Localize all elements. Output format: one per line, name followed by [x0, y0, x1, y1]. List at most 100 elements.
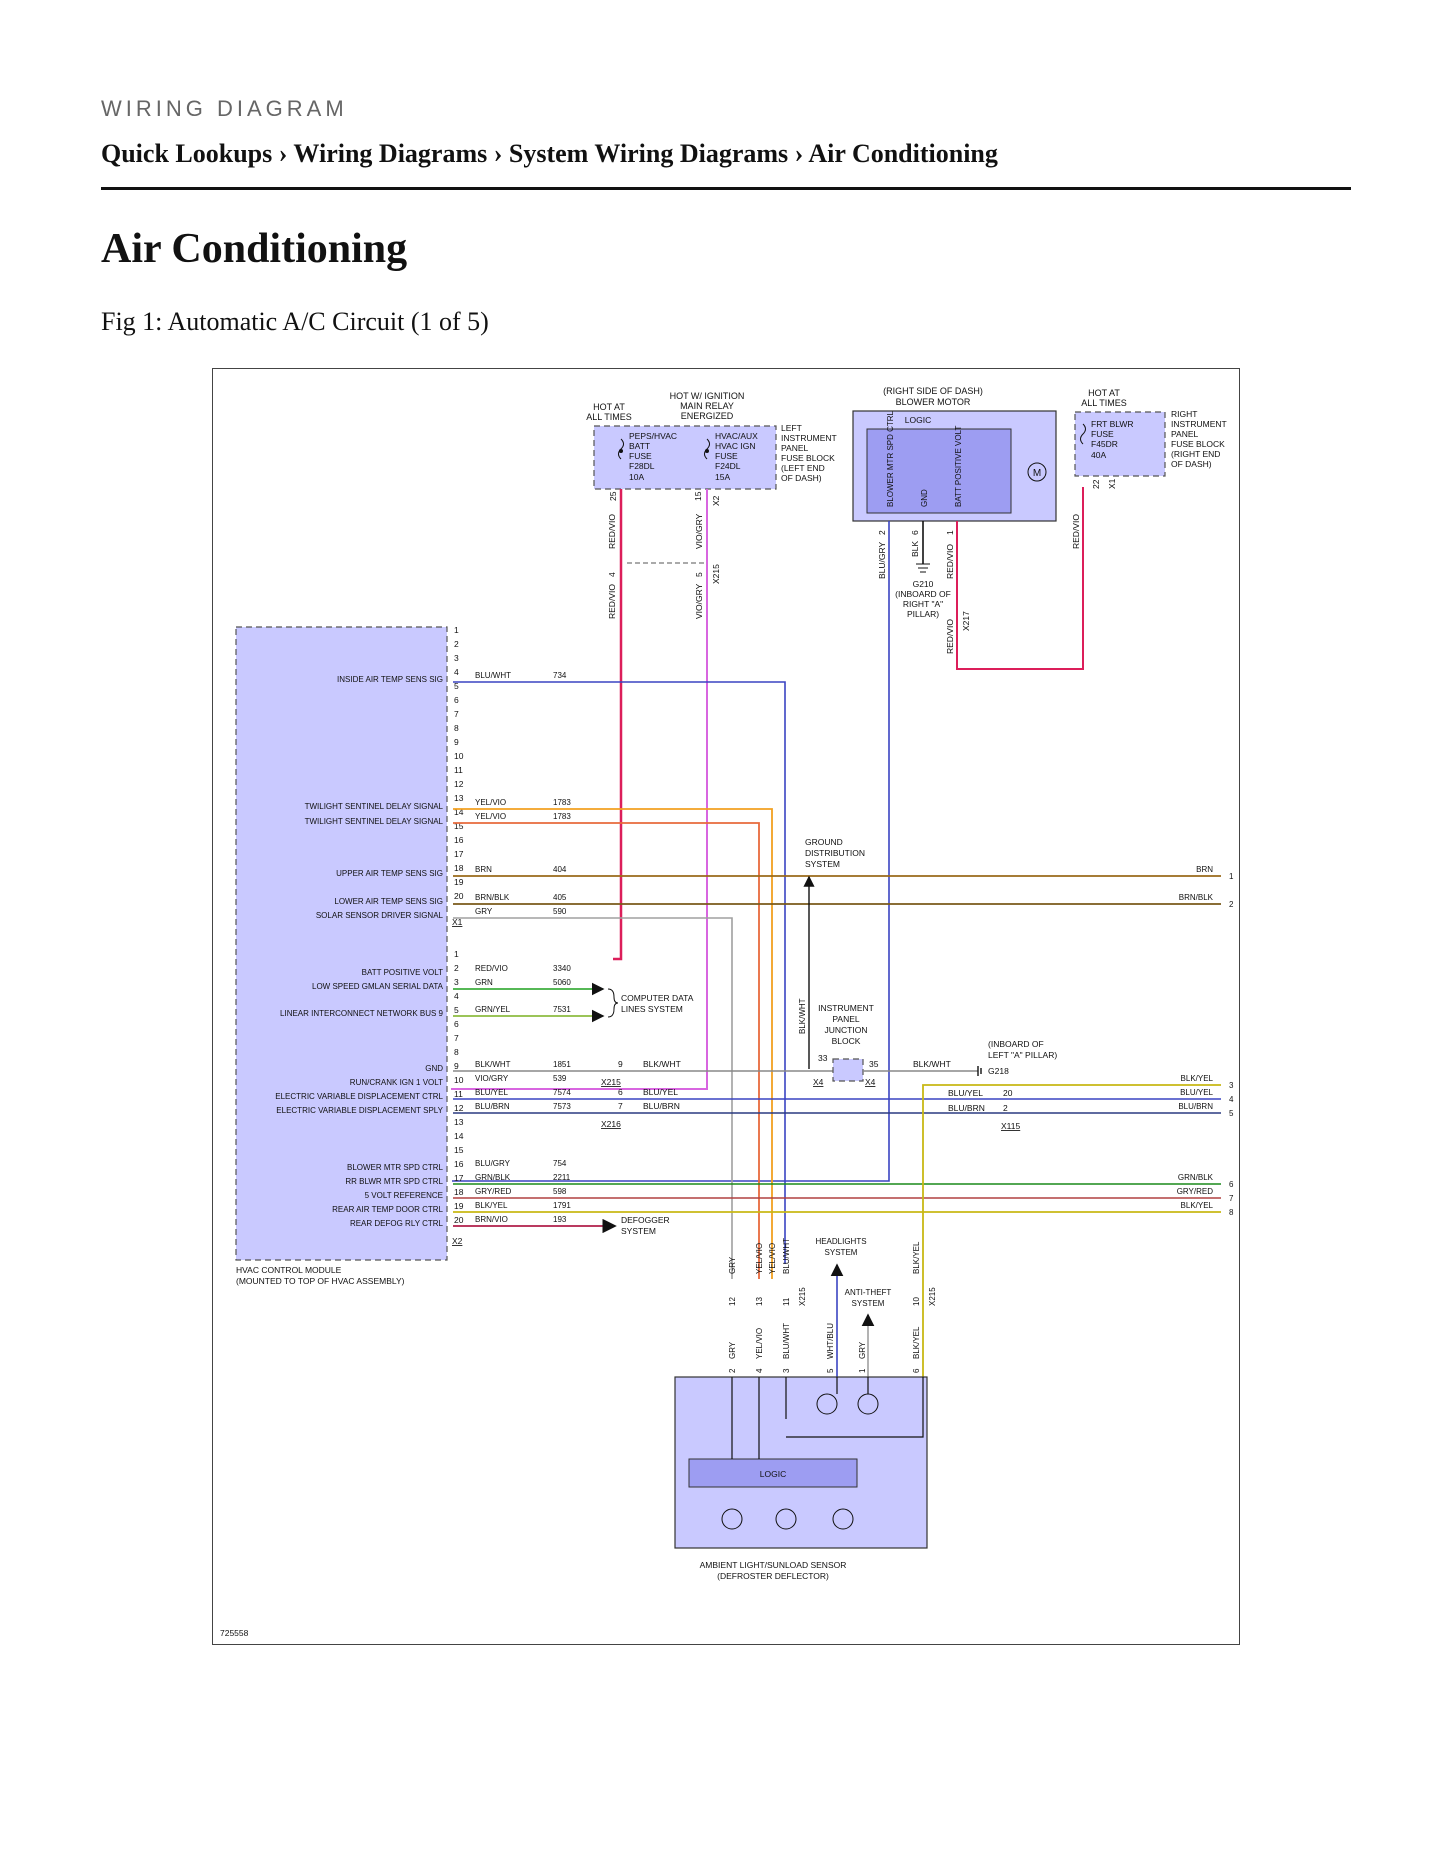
- figure-caption: Fig 1: Automatic A/C Circuit (1 of 5): [101, 307, 489, 336]
- svg-text:(DEFROSTER DEFLECTOR): (DEFROSTER DEFLECTOR): [717, 1571, 829, 1581]
- photodiode-icon: [721, 1508, 743, 1530]
- svg-text:BLU/WHT: BLU/WHT: [475, 671, 511, 680]
- svg-text:SYSTEM: SYSTEM: [805, 859, 840, 869]
- svg-text:6: 6: [618, 1087, 623, 1097]
- svg-text:5: 5: [826, 1368, 835, 1373]
- svg-text:REAR AIR TEMP DOOR CTRL: REAR AIR TEMP DOOR CTRL: [332, 1205, 443, 1214]
- connector-pin-number: 5: [454, 1005, 459, 1015]
- right-fuse-block: HOT AT ALL TIMES FRT BLWR FUSE F45DR 40A…: [1074, 388, 1227, 489]
- svg-text:BLK/WHT: BLK/WHT: [475, 1060, 511, 1069]
- connector-pin-number: 1: [454, 949, 459, 959]
- connector-pin-number: 4: [454, 991, 459, 1001]
- svg-text:F24DL: F24DL: [715, 461, 741, 471]
- svg-text:GROUND: GROUND: [805, 837, 843, 847]
- svg-text:15: 15: [693, 491, 703, 501]
- svg-text:5 VOLT REFERENCE: 5 VOLT REFERENCE: [365, 1191, 443, 1200]
- svg-text:4: 4: [607, 572, 617, 577]
- svg-text:TWILIGHT SENTINEL DELAY SIGNAL: TWILIGHT SENTINEL DELAY SIGNAL: [305, 802, 444, 811]
- svg-text:RIGHT "A": RIGHT "A": [903, 599, 943, 609]
- svg-text:X215: X215: [798, 1287, 807, 1306]
- svg-text:VIO/GRY: VIO/GRY: [694, 513, 704, 549]
- fuse-f24dl: HVAC/AUX HVAC IGN FUSE F24DL 15A: [704, 431, 758, 482]
- svg-text:3: 3: [1229, 1081, 1234, 1090]
- svg-text:BLU/GRY: BLU/GRY: [877, 542, 887, 579]
- svg-text:BATT: BATT: [629, 441, 650, 451]
- x115-connector: BLU/YEL 20 BLU/BRN 2 X115: [948, 1088, 1020, 1131]
- wire-red-vio-batt: RED/VIO RED/VIO 4: [607, 489, 623, 961]
- svg-text:25: 25: [608, 491, 618, 501]
- connector-pin-number: 16: [454, 1159, 464, 1169]
- svg-text:BRN/VIO: BRN/VIO: [475, 1215, 508, 1224]
- svg-text:YEL/VIO: YEL/VIO: [755, 1243, 764, 1274]
- svg-text:SYSTEM: SYSTEM: [852, 1299, 885, 1308]
- svg-text:PILLAR): PILLAR): [907, 609, 939, 619]
- svg-text:HEADLIGHTS: HEADLIGHTS: [815, 1237, 866, 1246]
- wiring-diagram-svg: HOT AT ALL TIMES HOT W/ IGNITION MAIN RE…: [220, 386, 1234, 1638]
- connector-pin-column: 1234567891011121314151617181920123456789…: [454, 625, 464, 1225]
- svg-text:GRN/YEL: GRN/YEL: [475, 1005, 511, 1014]
- svg-text:13: 13: [755, 1297, 764, 1306]
- svg-text:BLOWER MOTOR: BLOWER MOTOR: [896, 397, 971, 407]
- connector-pin-number: 9: [454, 737, 459, 747]
- svg-text:OF DASH): OF DASH): [1171, 459, 1212, 469]
- section-kicker: WIRING DIAGRAM: [101, 96, 348, 121]
- svg-text:X216: X216: [601, 1119, 621, 1129]
- connector-pin-number: 6: [454, 695, 459, 705]
- svg-text:VIO/GRY: VIO/GRY: [694, 583, 704, 619]
- svg-text:BLU/GRY: BLU/GRY: [475, 1159, 511, 1168]
- svg-text:SOLAR SENSOR DRIVER SIGNAL: SOLAR SENSOR DRIVER SIGNAL: [316, 911, 444, 920]
- connector-pin-number: 17: [454, 849, 464, 859]
- inline-connectors: 9 BLK/WHT X215 6 BLU/YEL 7 BLU/BRN X216: [601, 1059, 681, 1129]
- svg-text:SYSTEM: SYSTEM: [825, 1248, 858, 1257]
- svg-text:BRN/BLK: BRN/BLK: [475, 893, 510, 902]
- svg-text:1: 1: [945, 530, 955, 535]
- svg-text:GRY/RED: GRY/RED: [1177, 1187, 1214, 1196]
- svg-text:RED/VIO: RED/VIO: [945, 619, 955, 654]
- svg-text:BLK/YEL: BLK/YEL: [475, 1201, 508, 1210]
- svg-text:GRN: GRN: [475, 978, 493, 987]
- svg-text:FRT BLWR: FRT BLWR: [1091, 419, 1134, 429]
- svg-text:9: 9: [618, 1059, 623, 1069]
- svg-text:M: M: [1033, 468, 1041, 479]
- svg-text:1851: 1851: [553, 1060, 571, 1069]
- connector-pin-number: 14: [454, 807, 464, 817]
- svg-text:X1: X1: [452, 917, 463, 927]
- svg-text:4: 4: [1229, 1095, 1234, 1104]
- svg-text:4: 4: [755, 1368, 764, 1373]
- svg-text:FUSE: FUSE: [629, 451, 652, 461]
- svg-text:X217: X217: [961, 611, 971, 631]
- svg-text:BLK: BLK: [910, 541, 920, 557]
- connector-pin-number: 20: [454, 1215, 464, 1225]
- svg-text:PEPS/HVAC: PEPS/HVAC: [629, 431, 677, 441]
- svg-text:INSIDE AIR TEMP SENS SIG: INSIDE AIR TEMP SENS SIG: [337, 675, 443, 684]
- svg-text:LEFT "A" PILLAR): LEFT "A" PILLAR): [988, 1050, 1057, 1060]
- svg-text:RED/VIO: RED/VIO: [607, 584, 617, 619]
- svg-text:40A: 40A: [1091, 450, 1106, 460]
- svg-text:LINES SYSTEM: LINES SYSTEM: [621, 1004, 683, 1014]
- breadcrumb[interactable]: Quick Lookups › Wiring Diagrams › System…: [101, 139, 998, 168]
- svg-text:ELECTRIC VARIABLE DISPLACEMENT: ELECTRIC VARIABLE DISPLACEMENT CTRL: [275, 1092, 443, 1101]
- svg-text:YEL/VIO: YEL/VIO: [475, 798, 506, 807]
- connector-pin-number: 8: [454, 723, 459, 733]
- connector-pin-number: 4: [454, 667, 459, 677]
- motor-symbol: [1027, 462, 1047, 482]
- svg-text:20: 20: [1003, 1088, 1013, 1098]
- svg-text:FUSE: FUSE: [715, 451, 738, 461]
- svg-text:7: 7: [1229, 1194, 1234, 1203]
- svg-text:BLK/YEL: BLK/YEL: [912, 1241, 921, 1274]
- svg-text:734: 734: [553, 671, 567, 680]
- svg-text:SYSTEM: SYSTEM: [621, 1226, 656, 1236]
- svg-text:7573: 7573: [553, 1102, 571, 1111]
- svg-text:G210: G210: [913, 579, 934, 589]
- svg-text:BATT POSITIVE VOLT: BATT POSITIVE VOLT: [362, 968, 443, 977]
- svg-text:RIGHT: RIGHT: [1171, 409, 1197, 419]
- svg-text:RED/VIO: RED/VIO: [1071, 514, 1081, 549]
- svg-text:HOT AT: HOT AT: [1088, 388, 1120, 398]
- connector-pin-number: 12: [454, 1103, 464, 1113]
- connector-pin-number: 11: [454, 1089, 463, 1099]
- ground-distribution: GROUND DISTRIBUTION SYSTEM BLK/WHT INSTR…: [798, 837, 1057, 1087]
- connector-pin-number: 19: [454, 1201, 464, 1211]
- svg-text:RED/VIO: RED/VIO: [475, 964, 508, 973]
- svg-text:BLOCK: BLOCK: [832, 1036, 861, 1046]
- svg-text:22: 22: [1091, 479, 1101, 489]
